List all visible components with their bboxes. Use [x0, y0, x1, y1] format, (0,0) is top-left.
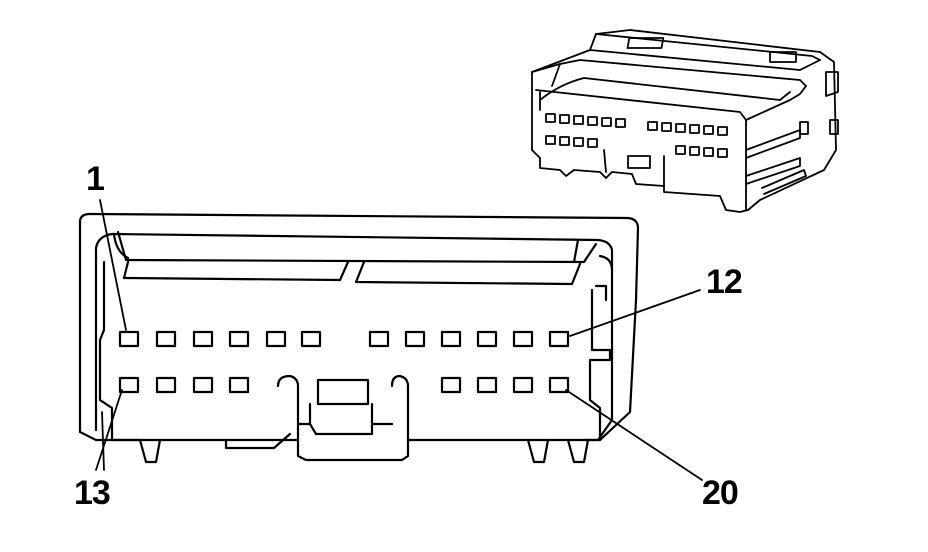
pin-13	[118, 376, 140, 394]
pin-9	[440, 330, 462, 348]
leader-13b	[101, 411, 105, 471]
pin-8	[404, 330, 426, 348]
pin-11	[512, 330, 534, 348]
housing-outline	[78, 212, 640, 442]
pin-15	[192, 376, 214, 394]
leader-20	[565, 389, 703, 481]
pin-1	[118, 330, 140, 348]
pin-14	[155, 376, 177, 394]
lock-strip-right	[354, 260, 582, 286]
pin-20	[548, 376, 570, 394]
pin-1-label: 1	[86, 160, 105, 198]
pin-12-label: 12	[706, 263, 743, 301]
center-key	[276, 374, 300, 442]
bottom-frame	[110, 438, 598, 462]
pin-10	[476, 330, 498, 348]
pin-13-label: 13	[74, 474, 111, 512]
leader-1	[99, 199, 127, 331]
pin-19	[512, 376, 534, 394]
pin-20-label: 20	[702, 474, 739, 512]
inner-shell	[94, 232, 614, 442]
pin-6	[300, 330, 322, 348]
leader-13a	[95, 389, 123, 471]
latch-rail	[116, 230, 598, 264]
pin-17	[440, 376, 462, 394]
connector-face-view	[78, 212, 640, 464]
pin-2	[155, 330, 177, 348]
pin-5	[265, 330, 287, 348]
pin-12	[548, 330, 570, 348]
lock-strip-left	[122, 260, 350, 282]
pin-row-top	[118, 330, 570, 348]
leader-lines	[95, 199, 703, 481]
leader-12	[569, 289, 701, 337]
pin-row-bottom	[118, 376, 570, 394]
pin-18	[476, 376, 498, 394]
connector-isometric-view	[531, 29, 839, 213]
pin-3	[192, 330, 214, 348]
pin-16	[228, 376, 250, 394]
pin-7	[368, 330, 390, 348]
pin-4	[228, 330, 250, 348]
